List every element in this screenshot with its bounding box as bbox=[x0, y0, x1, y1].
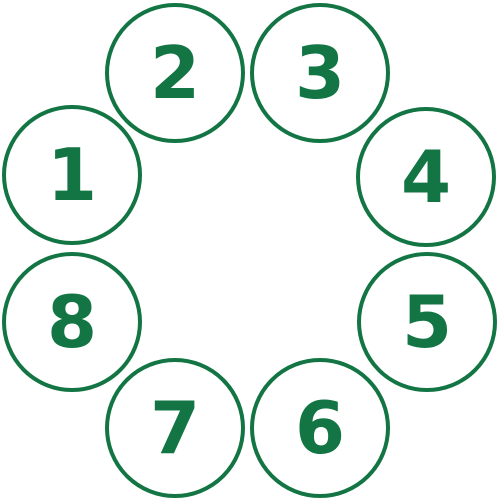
circle-2: 2 bbox=[105, 3, 245, 143]
circle-4-label: 4 bbox=[400, 135, 452, 219]
circle-3-label: 3 bbox=[294, 31, 346, 115]
circle-4: 4 bbox=[356, 107, 496, 247]
circle-8: 8 bbox=[2, 252, 142, 392]
circle-2-label: 2 bbox=[149, 31, 201, 115]
circle-5-label: 5 bbox=[401, 280, 453, 364]
circle-7-label: 7 bbox=[149, 386, 201, 470]
circle-1-label: 1 bbox=[46, 133, 98, 217]
circle-5: 5 bbox=[357, 252, 497, 392]
circle-1: 1 bbox=[2, 105, 142, 245]
circle-6-label: 6 bbox=[294, 386, 346, 470]
circle-3: 3 bbox=[250, 3, 390, 143]
circle-8-label: 8 bbox=[46, 280, 98, 364]
circle-6: 6 bbox=[250, 358, 390, 498]
circle-7: 7 bbox=[105, 358, 245, 498]
